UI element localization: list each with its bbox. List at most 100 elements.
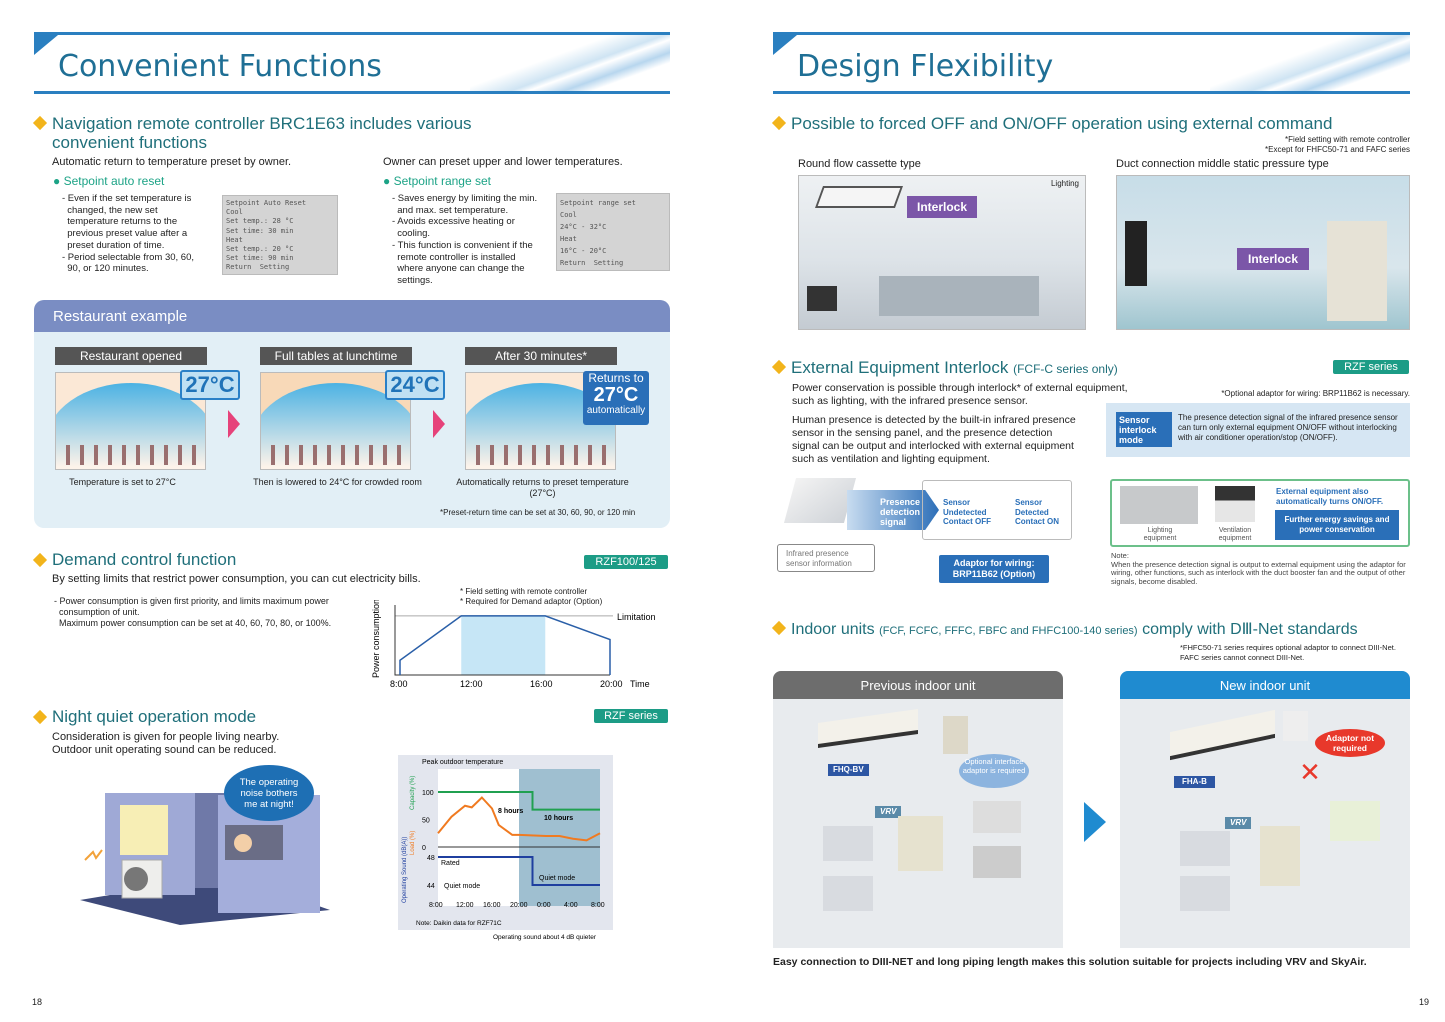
demand-intro: By setting limits that restrict power co… — [52, 573, 421, 585]
annotation: 10 hours — [544, 815, 573, 822]
series-badge: RZF series — [594, 709, 668, 723]
annotation: Quiet mode — [444, 883, 480, 890]
sensor-mode-label: Sensor interlock mode — [1116, 412, 1172, 447]
annotation: Rated — [441, 860, 460, 867]
vrv-tag: VRV — [1225, 817, 1252, 829]
ext-on-text: External equipment also automatically tu… — [1276, 487, 1384, 506]
image-label: Duct connection middle static pressure t… — [1116, 158, 1329, 170]
cross-icon: ✕ — [1299, 757, 1321, 787]
ventilation-image — [1215, 486, 1255, 522]
x-tick-label: 12:00 — [460, 679, 483, 689]
sensor-mode-desc: The presence detection signal of the inf… — [1178, 413, 1398, 442]
diamond-bullet-icon — [32, 552, 48, 568]
limitation-label: Limitation — [617, 612, 656, 622]
lcd-auto-reset: Setpoint Auto Reset Cool Set temp.: 28 °… — [222, 195, 338, 275]
x-tick-label: 12:00 — [456, 902, 474, 909]
adaptor-not-required-bubble: Adaptor not required — [1315, 729, 1385, 757]
step-label: Full tables at lunchtime — [260, 347, 412, 365]
y-axis-label: Power consumption — [371, 600, 381, 678]
chart-footer: Operating sound about 4 dB quieter — [493, 934, 597, 941]
step-label: After 30 minutes* — [465, 347, 617, 365]
step-label: Restaurant opened — [55, 347, 207, 365]
cassette-sensor-image — [783, 478, 857, 523]
bullets-range-set: - Saves energy by limiting the min. and … — [392, 193, 538, 286]
new-unit-panel: New indoor unit Adaptor not required ✕ F… — [1120, 671, 1410, 948]
lcd-range-set: Setpoint range set Cool 24°C - 32°C Heat… — [556, 193, 670, 271]
lighting-label: Lighting — [1050, 179, 1079, 188]
y-axis-label: Capacity (%) — [410, 776, 416, 810]
new-unit-title: New indoor unit — [1120, 671, 1410, 699]
demand-notes: * Field setting with remote controller *… — [460, 587, 603, 606]
chart-title: Peak outdoor temperature — [422, 759, 503, 766]
annotation: 8 hours — [498, 808, 523, 815]
section-heading: External Equipment Interlock (FCF-C seri… — [791, 358, 1118, 377]
vrv-tag: VRV — [875, 806, 902, 818]
y-tick-label: 50 — [422, 818, 430, 825]
image-label: Round flow cassette type — [798, 158, 921, 170]
header-corner — [773, 35, 797, 55]
temperature-badge: 27°C — [180, 370, 240, 400]
y-axis-label: Operating Sound (dB(A)) — [402, 837, 408, 903]
diamond-bullet-icon — [32, 115, 48, 131]
demand-bullets: - Power consumption is given first prior… — [54, 596, 332, 628]
page-number: 19 — [1419, 997, 1430, 1007]
interlock-note: Note: When the presence detection signal… — [1111, 551, 1406, 586]
interlock-tag: Interlock — [1237, 248, 1309, 270]
contact-off: Sensor Undetected Contact OFF — [943, 498, 991, 526]
interlock-tag: Interlock — [907, 196, 977, 218]
x-tick-label: 8:00 — [591, 902, 605, 909]
interlock-description: Human presence is detected by the built-… — [792, 414, 1076, 465]
previous-unit-panel: Previous indoor unit FHQ-BV Optional int… — [773, 671, 1063, 948]
page-number: 18 — [32, 997, 43, 1007]
contact-on: Sensor Detected Contact ON — [1015, 498, 1059, 526]
speech-bubble: The operating noise bothers me at night! — [224, 765, 314, 821]
axes — [394, 605, 610, 676]
series-line — [437, 796, 601, 842]
model-tag: FHA-B — [1174, 776, 1215, 788]
diamond-bullet-icon — [32, 709, 48, 725]
duct-room-image: Interlock — [1116, 175, 1410, 330]
section-heading: Night quiet operation mode — [52, 707, 257, 726]
header-swoosh — [1210, 35, 1410, 91]
restaurant-panel-header: Restaurant example — [34, 300, 670, 332]
x-tick-label: 0:00 — [537, 902, 551, 909]
x-tick-label: 20:00 — [600, 679, 623, 689]
subheading-range-set: ● Setpoint range set — [383, 174, 491, 188]
annotation: Quiet mode — [539, 875, 575, 882]
bullets-auto-reset: - Even if the set temperature is changed… — [62, 193, 195, 275]
series-badge: RZF100/125 — [584, 555, 668, 569]
section-heading: Navigation remote controller BRC1E63 inc… — [52, 114, 472, 152]
step-caption: Then is lowered to 24°C for crowded room — [253, 477, 422, 487]
section-heading: Possible to forced OFF and ON/OFF operat… — [791, 114, 1333, 133]
presence-signal-arrow — [847, 490, 939, 530]
x-tick-label: 16:00 — [530, 679, 553, 689]
forced-notes: *Field setting with remote controller*Ex… — [1265, 135, 1410, 154]
adaptor-bubble: Optional interface adaptor is required — [959, 754, 1029, 788]
sensor-mode-box: Sensor interlock mode The presence detec… — [1106, 403, 1410, 457]
indoor-notes: *FHFC50-71 series requires optional adap… — [1180, 643, 1396, 662]
header-corner — [34, 35, 58, 55]
power-line — [399, 615, 611, 675]
x-tick-label: 8:00 — [429, 902, 443, 909]
savings-box: Further energy savings and power conserv… — [1275, 510, 1399, 540]
lighting-image — [1120, 486, 1198, 524]
subheading-auto-reset: ● Setpoint auto reset — [53, 174, 165, 188]
y-tick-label: 48 — [427, 855, 435, 862]
restaurant-note: *Preset-return time can be set at 30, 60… — [440, 508, 636, 517]
external-equipment-box — [1110, 479, 1410, 547]
series-badge: RZF series — [1333, 360, 1409, 374]
step-caption: Automatically returns to preset temperat… — [456, 477, 629, 498]
option-note: *Optional adaptor for wiring: BRP11B62 i… — [1221, 389, 1410, 398]
left-page-header: Convenient Functions — [34, 32, 670, 94]
series-line — [438, 856, 600, 886]
ventilation-label: Ventilation equipment — [1218, 527, 1252, 542]
intro-range-set: Owner can preset upper and lower tempera… — [383, 156, 623, 168]
step-caption: Temperature is set to 27°C — [69, 477, 176, 487]
chart-note: Note: Daikin data for RZF71C — [416, 920, 502, 927]
presence-signal-label: Presence detection signal — [880, 497, 921, 527]
cassette-room-image: Interlock Lighting — [798, 175, 1086, 330]
limit-period-shade — [461, 615, 546, 675]
diamond-bullet-icon — [771, 620, 787, 636]
